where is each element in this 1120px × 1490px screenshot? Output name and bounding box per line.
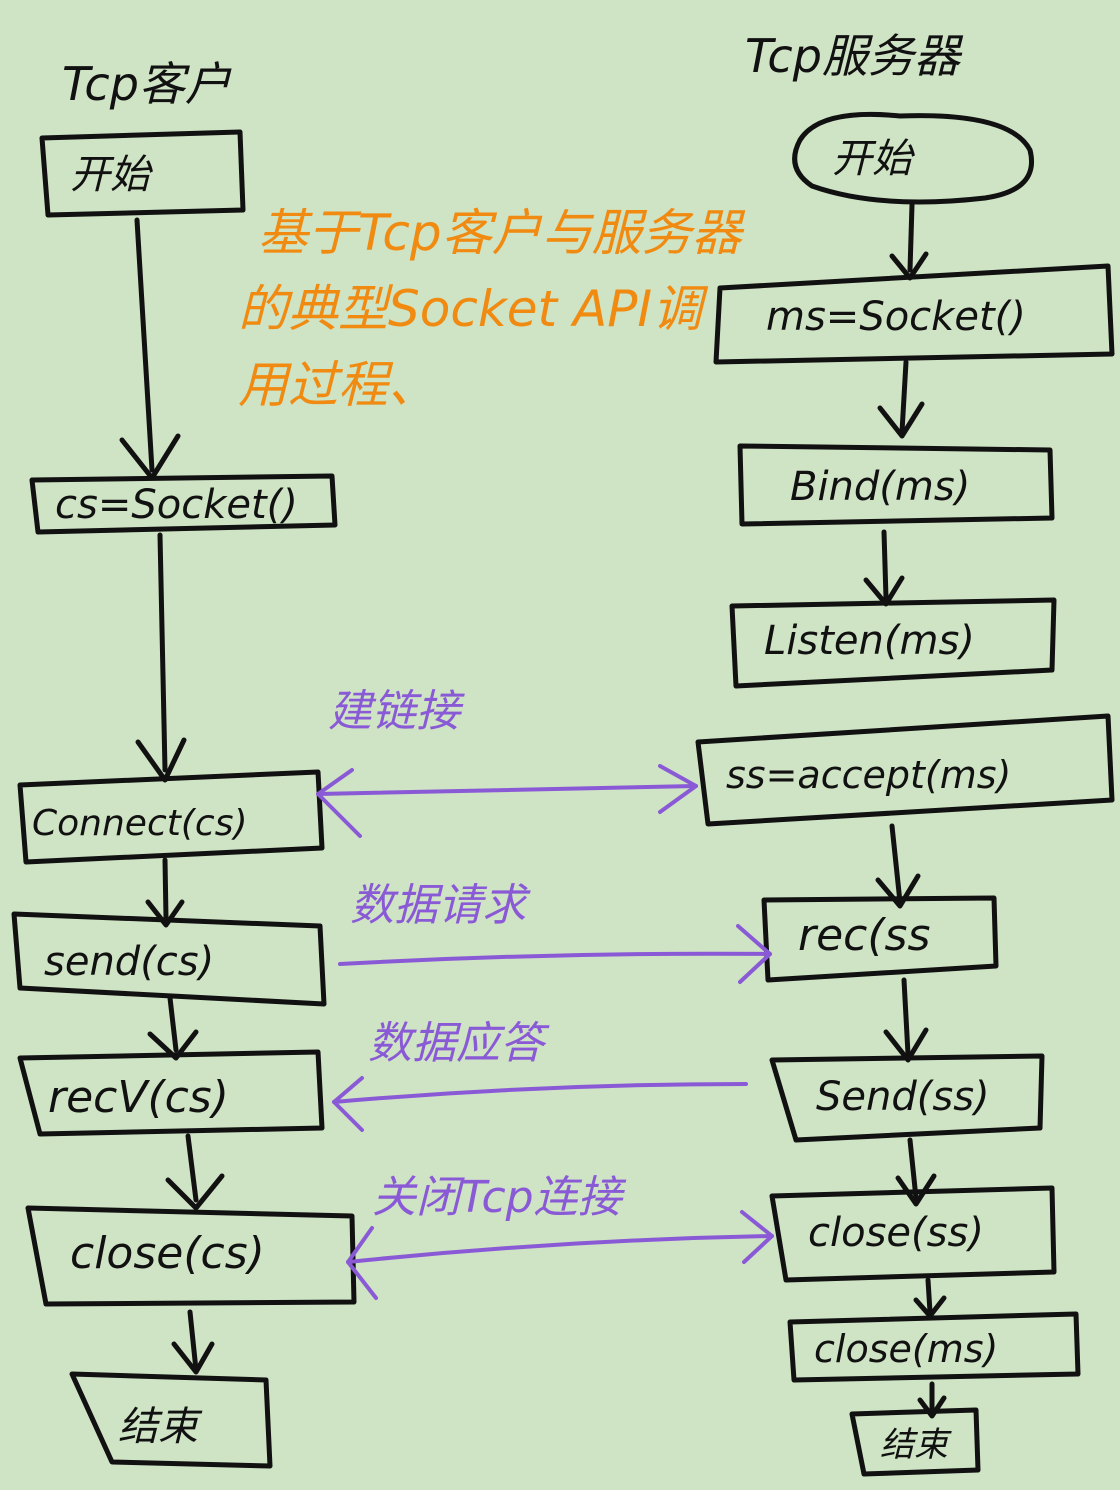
- server-socket-box: [713, 263, 1115, 365]
- connect-link-line: [316, 784, 698, 796]
- server-accept-label: ss=accept(ms): [726, 753, 1011, 797]
- connect-link-arrowhead-left: [316, 768, 362, 838]
- client-recv-label: recV(cs): [48, 1072, 229, 1123]
- client-arrowhead: [145, 899, 185, 928]
- client-start-box: [39, 129, 246, 218]
- client-socket-label: cs=Socket(): [55, 482, 298, 528]
- client-arrowhead: [147, 1029, 199, 1061]
- server-listen-label: Listen(ms): [764, 618, 975, 664]
- server-flow-arrow: [889, 823, 903, 905]
- server-arrowhead: [877, 401, 925, 439]
- client-arrowhead: [165, 1173, 225, 1211]
- server-close-ss-box: [769, 1185, 1057, 1283]
- client-end-box: [69, 1371, 273, 1469]
- server-flow-arrow: [899, 359, 909, 435]
- server-end-label: 结束: [880, 1425, 952, 1465]
- request-link-line: [338, 951, 772, 966]
- note-line-3: 用过程、: [238, 356, 438, 414]
- server-recv-label: rec(ss: [798, 910, 930, 961]
- connect-link-arrowhead-right: [658, 764, 698, 814]
- connect-link-label: 建链接: [328, 686, 465, 737]
- client-close-box: [25, 1205, 357, 1307]
- client-flow-arrow: [185, 1133, 199, 1203]
- close-link-line: [346, 1234, 774, 1264]
- client-connect-box: [17, 769, 325, 865]
- server-listen-box: [729, 597, 1057, 689]
- client-flow-arrow: [162, 857, 169, 921]
- server-close-ss-label: close(ss): [808, 1210, 984, 1256]
- server-end-box: [849, 1407, 981, 1477]
- note-line-1: 基于Tcp客户与服务器: [258, 204, 746, 262]
- client-socket-box: [29, 473, 338, 535]
- server-socket-label: ms=Socket(): [766, 294, 1026, 340]
- server-start-label: 开始: [832, 136, 915, 182]
- client-arrowhead: [135, 737, 187, 783]
- server-title: Tcp服务器: [745, 29, 964, 83]
- reply-link-line: [332, 1082, 748, 1104]
- server-arrowhead: [895, 1173, 937, 1207]
- server-flow-arrow: [925, 1277, 933, 1315]
- server-arrowhead: [875, 873, 921, 909]
- client-close-label: close(cs): [70, 1228, 265, 1279]
- client-start-label: 开始: [70, 152, 153, 198]
- close-link-arrowhead-right: [740, 1210, 774, 1264]
- client-recv-box: [17, 1049, 325, 1137]
- client-send-box: [11, 911, 327, 1007]
- client-arrowhead: [171, 1341, 215, 1375]
- note-line-2: 的典型Socket API调: [238, 280, 709, 338]
- client-flow-arrow: [157, 532, 168, 773]
- request-link-arrowhead: [736, 924, 772, 984]
- client-end-label: 结束: [118, 1404, 203, 1450]
- server-bind-label: Bind(ms): [790, 464, 970, 510]
- client-connect-label: Connect(cs): [32, 803, 248, 844]
- server-start-box: [792, 111, 1034, 205]
- client-send-label: send(cs): [44, 939, 214, 985]
- client-flow-arrow: [134, 217, 155, 473]
- server-bind-box: [737, 443, 1055, 527]
- client-flow-arrow: [187, 1309, 199, 1373]
- server-close-ms-box: [787, 1311, 1081, 1383]
- client-title: Tcp客户: [62, 57, 232, 111]
- server-flow-arrow: [907, 1137, 919, 1201]
- server-flow-arrow: [907, 202, 915, 273]
- close-link-label: 关闭Tcp连接: [372, 1172, 627, 1223]
- reply-link-arrowhead: [332, 1076, 364, 1132]
- server-accept-box: [695, 713, 1115, 827]
- server-flow-arrow: [881, 529, 889, 601]
- close-link-arrowhead-left: [346, 1226, 378, 1300]
- request-link-label: 数据请求: [350, 880, 531, 931]
- server-send-label: Send(ss): [816, 1074, 990, 1120]
- reply-link-label: 数据应答: [368, 1018, 550, 1069]
- server-close-ms-label: close(ms): [814, 1327, 998, 1371]
- server-send-box: [769, 1053, 1045, 1143]
- server-arrowhead: [917, 1395, 947, 1419]
- client-flow-arrow: [167, 995, 179, 1053]
- server-flow-arrow: [901, 977, 911, 1057]
